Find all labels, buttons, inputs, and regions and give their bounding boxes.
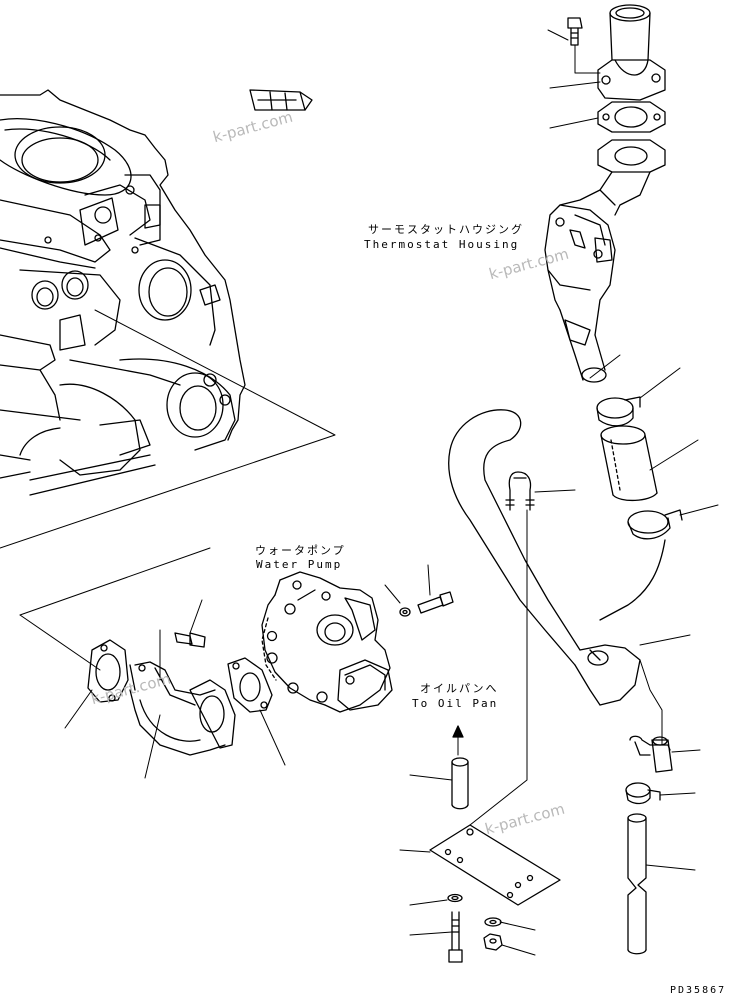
gasket-icon bbox=[227, 657, 273, 713]
clamp-icon bbox=[596, 396, 641, 427]
thermostat-housing-icon bbox=[544, 4, 666, 383]
thermostat-housing-label-jp: サーモスタットハウジング bbox=[368, 223, 524, 236]
water-pump-label-en: Water Pump bbox=[256, 558, 343, 571]
bolt-icon bbox=[417, 591, 454, 614]
oil-pan-label-jp: オイルパンへ bbox=[420, 682, 499, 695]
gasket-icon bbox=[484, 917, 502, 927]
hose-icon bbox=[600, 425, 658, 502]
clamp-icon bbox=[627, 509, 683, 540]
pipe-icon bbox=[627, 813, 647, 955]
clamp-icon bbox=[625, 782, 661, 805]
oil-pan-label-en: To Oil Pan bbox=[412, 697, 499, 710]
plate-icon bbox=[429, 824, 561, 906]
bolt-icon bbox=[483, 933, 503, 951]
clamp-icon bbox=[629, 735, 673, 773]
water-pump-icon bbox=[261, 571, 393, 713]
hose-icon bbox=[448, 409, 666, 706]
clamp-icon bbox=[505, 471, 535, 511]
drawing-code: PD35867 bbox=[670, 985, 727, 996]
bolt-icon bbox=[174, 632, 206, 648]
pipe-icon bbox=[129, 661, 236, 756]
gasket-icon bbox=[399, 607, 411, 617]
water-pump-label-jp: ウォータポンプ bbox=[255, 544, 346, 557]
engine-block-icon bbox=[0, 89, 313, 496]
gasket-icon bbox=[447, 893, 463, 903]
pipe-icon bbox=[451, 757, 469, 810]
bolt-icon bbox=[567, 17, 583, 46]
thermostat-housing-label-en: Thermostat Housing bbox=[364, 238, 520, 251]
gasket-icon bbox=[87, 639, 129, 703]
bolt-icon bbox=[448, 911, 463, 963]
